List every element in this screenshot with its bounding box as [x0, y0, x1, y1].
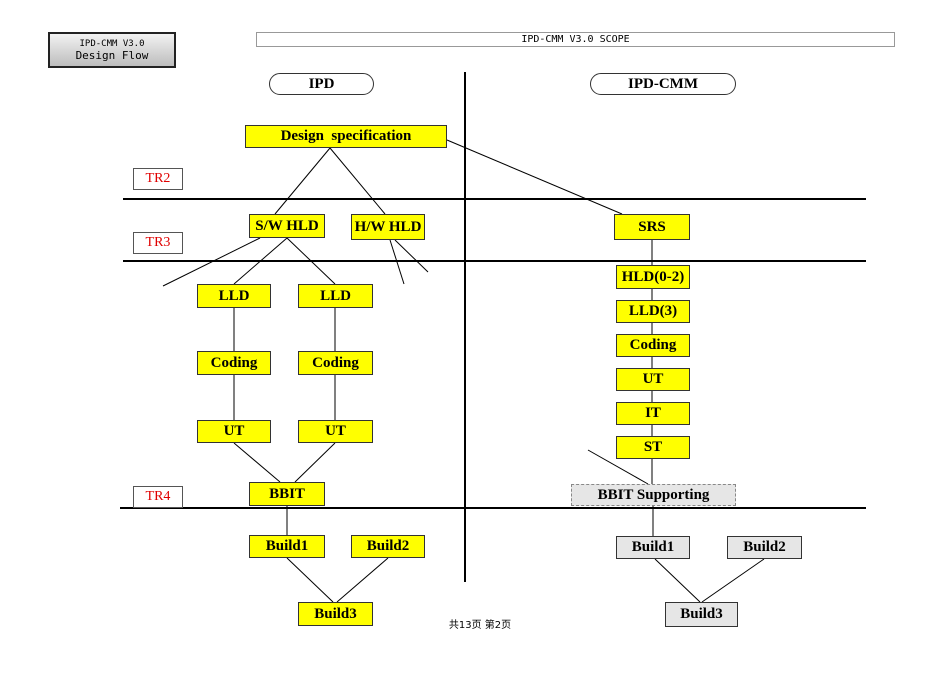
milestone-tr2: TR2	[133, 168, 183, 190]
cmm-st: ST	[616, 436, 690, 459]
ipd-column-header: IPD	[269, 73, 374, 95]
cmm-coding: Coding	[616, 334, 690, 357]
hw-hld: H/W HLD	[351, 214, 425, 240]
scope-bar: IPD-CMM V3.0 SCOPE	[256, 32, 895, 47]
ipd-build1: Build1	[249, 535, 325, 558]
ipd-build2: Build2	[351, 535, 425, 558]
srs: SRS	[614, 214, 690, 240]
design-specification: Design specification	[245, 125, 447, 148]
coding-1: Coding	[197, 351, 271, 375]
sw-hld: S/W HLD	[249, 214, 325, 238]
bbit: BBIT	[249, 482, 325, 506]
ipd-build3: Build3	[298, 602, 373, 626]
title-line-2: Design Flow	[75, 49, 149, 62]
lld-1: LLD	[197, 284, 271, 308]
cmm-build3: Build3	[665, 602, 738, 627]
milestone-tr3: TR3	[133, 232, 183, 254]
ut-1: UT	[197, 420, 271, 443]
milestone-tr4: TR4	[133, 486, 183, 508]
ut-2: UT	[298, 420, 373, 443]
cmm-ut: UT	[616, 368, 690, 391]
hld-0-2: HLD(0-2)	[616, 265, 690, 289]
cmm-build1: Build1	[616, 536, 690, 559]
page-footer: 共13页 第2页	[448, 620, 512, 631]
bbit-supporting: BBIT Supporting	[571, 484, 736, 506]
title-line-1: IPD-CMM V3.0	[79, 39, 145, 49]
cmm-build2: Build2	[727, 536, 802, 559]
cmm-it: IT	[616, 402, 690, 425]
title-box: IPD-CMM V3.0 Design Flow	[48, 32, 176, 68]
coding-2: Coding	[298, 351, 373, 375]
lld-2: LLD	[298, 284, 373, 308]
ipd-cmm-column-header: IPD-CMM	[590, 73, 736, 95]
lld-3: LLD(3)	[616, 300, 690, 323]
